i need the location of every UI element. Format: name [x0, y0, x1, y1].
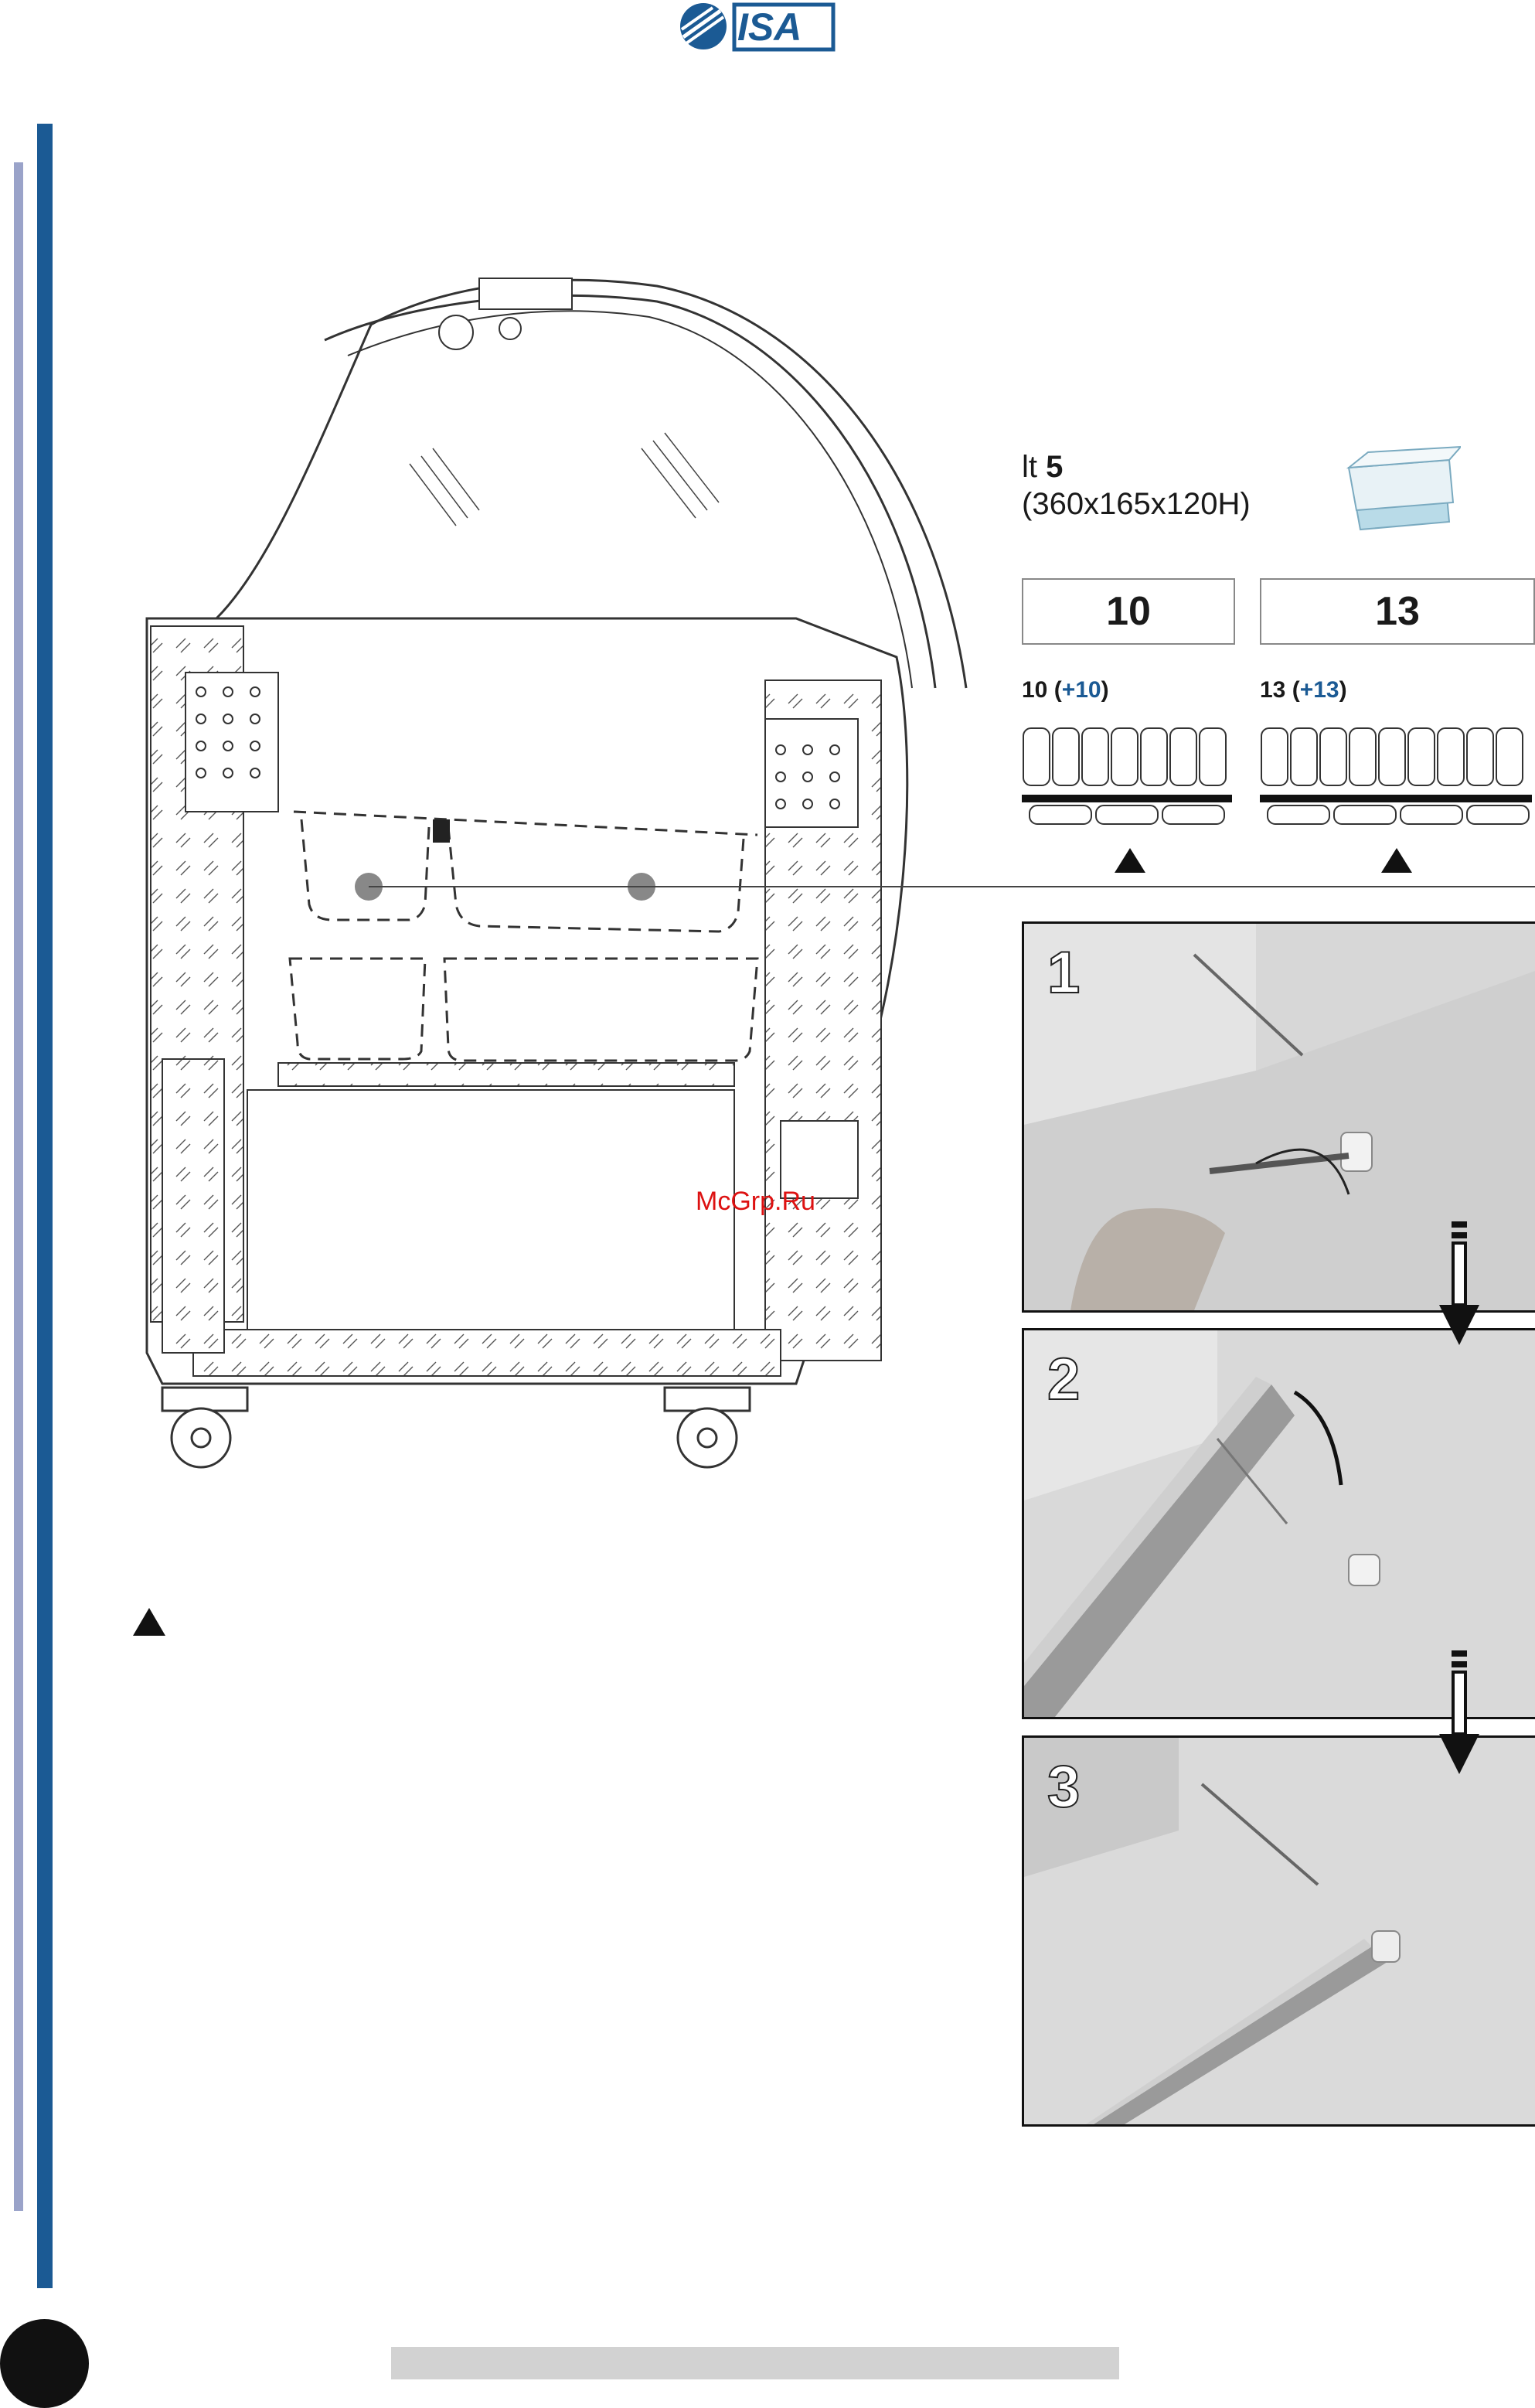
triangle-marker: [131, 1606, 167, 1637]
formula-right-base: 13: [1260, 677, 1285, 703]
footer-bar: [391, 2347, 1119, 2379]
capacity-box-left: 10: [1022, 578, 1235, 645]
step-3-illustration: [1024, 1738, 1535, 2124]
page-number-badge: [0, 2319, 89, 2408]
side-decor-bar-light: [14, 162, 23, 2211]
pan-layout-right: [1260, 727, 1535, 827]
pan-capacity-label: lt 5 (360x165x120H): [1022, 448, 1251, 523]
formula-left: 10 (+10): [1022, 677, 1109, 703]
isa-logo: ISA: [676, 0, 838, 56]
liters-unit: lt: [1022, 450, 1037, 484]
step-photo-3: 3: [1022, 1735, 1535, 2127]
formula-left-base: 10: [1022, 677, 1047, 703]
triangle-marker-left: [1113, 846, 1147, 874]
step-2-number: 2: [1047, 1346, 1080, 1413]
step-1-number: 1: [1047, 939, 1080, 1006]
pan-dimensions: (360x165x120H): [1022, 487, 1251, 521]
formula-right: 13 (+13): [1260, 677, 1347, 703]
svg-text:ISA: ISA: [737, 5, 802, 49]
down-arrow-icon: [1436, 1650, 1482, 1782]
down-arrow-icon: [1436, 1221, 1482, 1353]
capacity-box-right: 13: [1260, 578, 1535, 645]
formula-right-extra: +13: [1300, 677, 1339, 703]
formula-left-extra: +10: [1062, 677, 1101, 703]
liters-value: 5: [1046, 450, 1063, 484]
gelato-pan-icon: [1337, 433, 1461, 541]
step-3-number: 3: [1047, 1753, 1080, 1820]
side-decor-bar-blue: [37, 124, 53, 2288]
pan-layout-left: [1022, 727, 1238, 827]
watermark-text: McGrp.Ru: [696, 1187, 815, 1217]
triangle-marker-right: [1380, 846, 1414, 874]
